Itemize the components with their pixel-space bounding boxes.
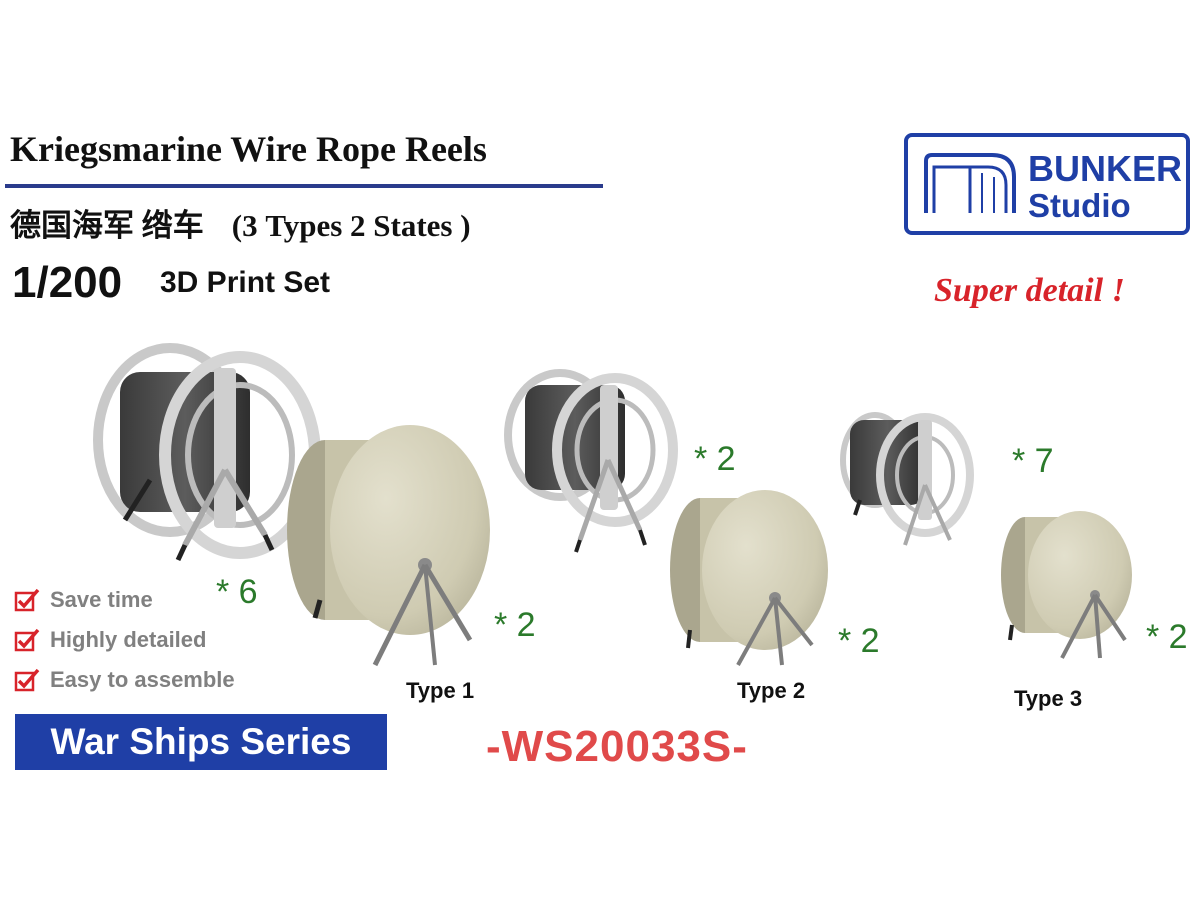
feature-item: Save time (14, 586, 153, 613)
type2-label: Type 2 (737, 678, 806, 703)
type3-open-reel (840, 412, 974, 546)
tagline: Super detail ! (934, 272, 1125, 309)
logo-wordmark: BUNKER Studio (1028, 148, 1183, 224)
title-underline (5, 184, 603, 188)
subtitle-chinese: 德国海军 绺车 (10, 208, 204, 243)
product-title: Kriegsmarine Wire Rope Reels (10, 129, 487, 169)
type1-label: Type 1 (406, 678, 475, 703)
series-banner: War Ships Series (15, 714, 387, 770)
type3-label: Type 3 (1014, 686, 1083, 711)
product-subtitle: 德国海军 绺车 (3 Types 2 States ) (10, 200, 471, 245)
set-name: 3D Print Set (160, 266, 331, 299)
product-code: -WS20033S- (486, 722, 748, 771)
checkbox-checked-icon (14, 629, 40, 652)
type2-open-reel (504, 369, 678, 553)
type1-covered-qty: * 2 (494, 606, 536, 644)
type1-open-qty: * 6 (216, 573, 258, 611)
checkbox-checked-icon (14, 669, 40, 692)
logo-line2: Studio (1028, 187, 1131, 224)
type1-covered-reel (287, 425, 490, 667)
bunker-studio-logo: BUNKER Studio (904, 133, 1190, 235)
checkbox-checked-icon (14, 589, 40, 612)
logo-line1: BUNKER (1028, 148, 1183, 189)
type2-covered-reel (670, 490, 828, 666)
subtitle-types: (3 Types 2 States ) (231, 208, 471, 243)
feature-item: Highly detailed (14, 626, 206, 653)
type1-open-reel (93, 343, 321, 562)
type3-covered-qty: * 2 (1146, 618, 1188, 656)
scale-label: 1/200 (12, 258, 123, 307)
feature-item: Easy to assemble (14, 666, 235, 693)
type2-covered-qty: * 2 (838, 622, 880, 660)
hangar-icon (924, 153, 1016, 213)
type2-open-qty: * 2 (694, 440, 736, 478)
type3-open-qty: * 7 (1012, 442, 1054, 480)
type3-covered-reel (1001, 511, 1132, 659)
